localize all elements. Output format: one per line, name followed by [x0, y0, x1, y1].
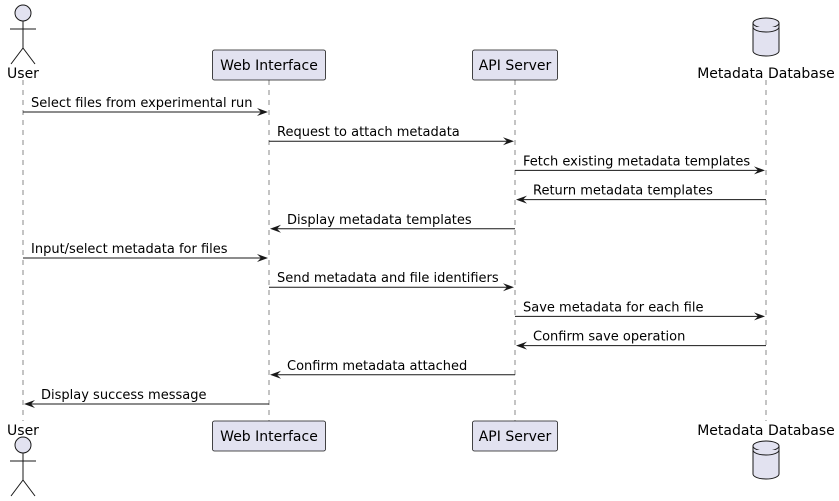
arrowhead-icon — [24, 400, 35, 408]
actor-top: User — [7, 4, 39, 82]
message-4: Return metadata templates — [516, 184, 766, 204]
message-label: Confirm metadata attached — [287, 359, 467, 374]
message-11: Display success message — [24, 388, 269, 408]
message-label: Return metadata templates — [533, 184, 713, 199]
participant-box — [212, 420, 326, 452]
database-bottom: Metadata Database — [697, 423, 835, 480]
arrowhead-icon — [503, 283, 514, 292]
message-9: Confirm save operation — [516, 330, 766, 350]
actor-leg-left-icon — [10, 479, 24, 497]
actor-head-icon — [14, 4, 32, 22]
message-6: Input/select metadata for files — [23, 242, 268, 262]
participant-web-top: Web Interface — [212, 49, 326, 81]
participant-web-bottom: Web Interface — [212, 420, 326, 452]
message-7: Send metadata and file identifiers — [269, 271, 514, 292]
arrowhead-icon — [516, 195, 527, 204]
participant-label: API Server — [479, 58, 552, 74]
database-rim2-icon — [752, 26, 780, 33]
actor-head-icon — [14, 436, 32, 454]
message-1: Select files from experimental run — [23, 96, 268, 116]
actor-leg-right-icon — [22, 479, 36, 497]
message-label: Fetch existing metadata templates — [523, 154, 750, 169]
actor-label-top: User — [7, 66, 39, 82]
participant-label: API Server — [479, 429, 552, 445]
actor-leg-right-icon — [22, 47, 36, 65]
arrowhead-icon — [503, 137, 514, 146]
arrowhead-icon — [270, 370, 281, 379]
message-10: Confirm metadata attached — [270, 359, 515, 379]
database-label-bottom: Metadata Database — [697, 423, 835, 439]
participant-label: Web Interface — [220, 58, 318, 74]
message-label: Display success message — [41, 388, 206, 403]
message-3: Fetch existing metadata templates — [515, 154, 765, 175]
arrowhead-icon — [257, 254, 268, 262]
actor-bottom: User — [7, 423, 39, 497]
message-label: Request to attach metadata — [277, 125, 460, 140]
participant-label: Web Interface — [220, 429, 318, 445]
message-5: Display metadata templates — [270, 213, 515, 233]
database-top: Metadata Database — [697, 17, 835, 82]
participant-box — [472, 420, 558, 452]
database-rim2-icon — [752, 449, 780, 456]
message-8: Save metadata for each file — [515, 300, 765, 321]
message-label: Confirm save operation — [533, 330, 685, 345]
message-label: Save metadata for each file — [523, 300, 703, 315]
database-label-top: Metadata Database — [697, 66, 835, 82]
arrowhead-icon — [270, 224, 281, 233]
message-2: Request to attach metadata — [269, 125, 514, 146]
arrowhead-icon — [257, 108, 268, 116]
participant-api-top: API Server — [472, 49, 558, 81]
arrowhead-icon — [754, 312, 765, 321]
participant-api-bottom: API Server — [472, 420, 558, 452]
actor-leg-left-icon — [10, 47, 24, 65]
actor-label-bottom: User — [7, 423, 39, 439]
participant-box — [212, 49, 326, 81]
message-label: Display metadata templates — [287, 213, 472, 228]
arrowhead-icon — [754, 166, 765, 175]
message-label: Select files from experimental run — [31, 96, 253, 111]
arrowhead-icon — [516, 341, 527, 350]
participant-box — [472, 49, 558, 81]
message-label: Send metadata and file identifiers — [277, 271, 499, 286]
message-label: Input/select metadata for files — [31, 242, 228, 257]
